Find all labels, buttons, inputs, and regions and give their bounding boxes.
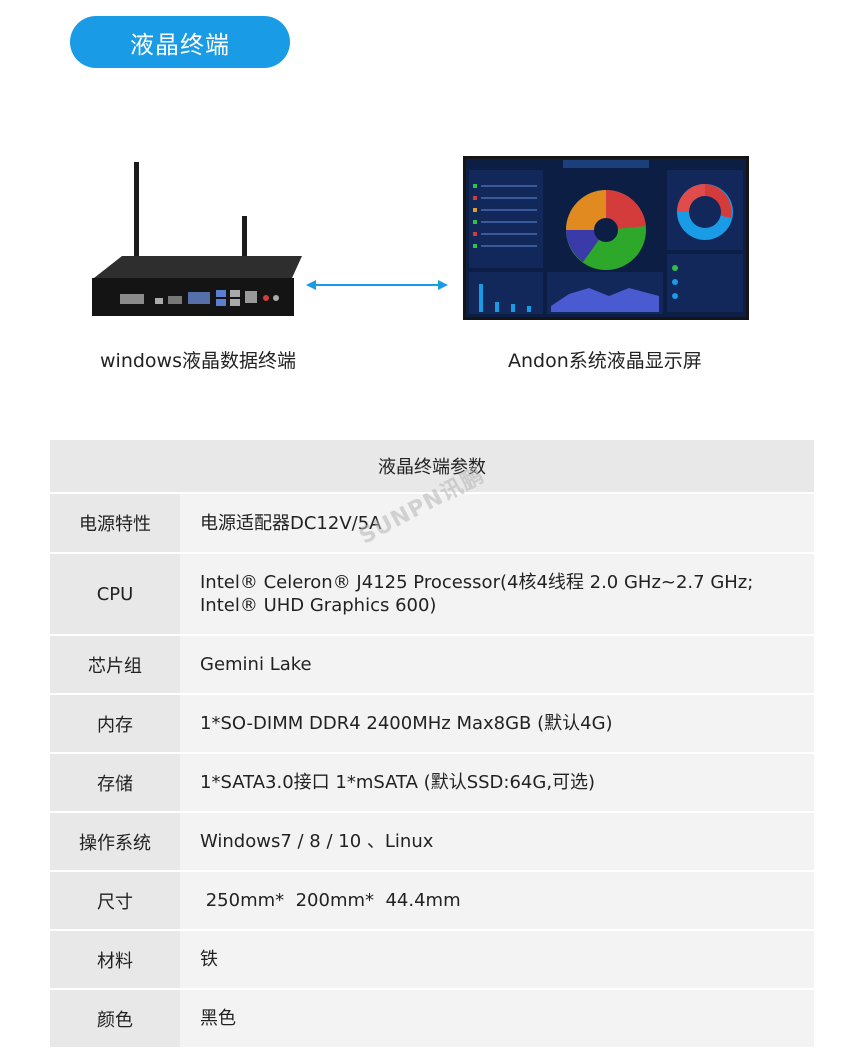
screen-caption: Andon系统液晶显示屏 bbox=[508, 350, 702, 372]
row-label: 存储 bbox=[50, 754, 180, 811]
row-value-text: Intel® Celeron® J4125 Processor(4核4线程 2.… bbox=[200, 572, 754, 616]
table-row: 操作系统 Windows7 / 8 / 10 、Linux bbox=[50, 813, 814, 872]
row-label: 芯片组 bbox=[50, 636, 180, 693]
row-label: 材料 bbox=[50, 931, 180, 988]
table-title: 液晶终端参数 bbox=[50, 440, 814, 494]
device-caption: windows液晶数据终端 bbox=[100, 350, 296, 372]
row-value: 铁 bbox=[180, 931, 814, 988]
row-value: 250mm* 200mm* 44.4mm bbox=[180, 872, 814, 929]
table-row: 芯片组 Gemini Lake bbox=[50, 636, 814, 695]
table-row: 尺寸 250mm* 200mm* 44.4mm bbox=[50, 872, 814, 931]
row-value: 1*SO-DIMM DDR4 2400MHz Max8GB (默认4G) bbox=[180, 695, 814, 752]
andon-display-screen-icon bbox=[463, 156, 749, 320]
table-row: 颜色 黑色 bbox=[50, 990, 814, 1049]
row-value: Gemini Lake bbox=[180, 636, 814, 693]
table-row: 电源特性 电源适配器DC12V/5A bbox=[50, 494, 814, 554]
double-arrow-icon bbox=[306, 280, 448, 290]
row-label: 电源特性 bbox=[50, 494, 180, 552]
row-value-text: 1*SATA3.0接口 1*mSATA (默认SSD:64G,可选) bbox=[200, 772, 596, 793]
row-value: 1*SATA3.0接口 1*mSATA (默认SSD:64G,可选) bbox=[180, 754, 814, 811]
table-row: 内存 1*SO-DIMM DDR4 2400MHz Max8GB (默认4G) bbox=[50, 695, 814, 754]
row-value-text: Windows7 / 8 / 10 、Linux bbox=[200, 831, 434, 852]
spec-table: 液晶终端参数 电源特性 电源适配器DC12V/5A CPU Intel® Cel… bbox=[50, 440, 814, 1049]
section-title: 液晶终端 bbox=[70, 16, 290, 68]
table-row: 存储 1*SATA3.0接口 1*mSATA (默认SSD:64G,可选) bbox=[50, 754, 814, 813]
row-label: 尺寸 bbox=[50, 872, 180, 929]
row-value: 黑色 bbox=[180, 990, 814, 1047]
mini-pc-device-icon bbox=[92, 162, 302, 316]
row-value-text: 黑色 bbox=[200, 1008, 236, 1029]
table-title-text: 液晶终端参数 bbox=[378, 457, 486, 478]
table-row: CPU Intel® Celeron® J4125 Processor(4核4线… bbox=[50, 554, 814, 636]
row-value: Windows7 / 8 / 10 、Linux bbox=[180, 813, 814, 870]
row-value-text: 铁 bbox=[200, 949, 218, 970]
row-value-text: 1*SO-DIMM DDR4 2400MHz Max8GB (默认4G) bbox=[200, 713, 613, 734]
table-row: 材料 铁 bbox=[50, 931, 814, 990]
row-label: CPU bbox=[50, 554, 180, 634]
row-label: 内存 bbox=[50, 695, 180, 752]
row-value-text: 电源适配器DC12V/5A bbox=[200, 512, 382, 534]
row-value: Intel® Celeron® J4125 Processor(4核4线程 2.… bbox=[180, 554, 814, 634]
row-value-text: Gemini Lake bbox=[200, 654, 312, 675]
row-value-text: 250mm* 200mm* 44.4mm bbox=[200, 890, 461, 911]
row-label: 颜色 bbox=[50, 990, 180, 1047]
row-label: 操作系统 bbox=[50, 813, 180, 870]
row-value: 电源适配器DC12V/5A bbox=[180, 494, 814, 552]
